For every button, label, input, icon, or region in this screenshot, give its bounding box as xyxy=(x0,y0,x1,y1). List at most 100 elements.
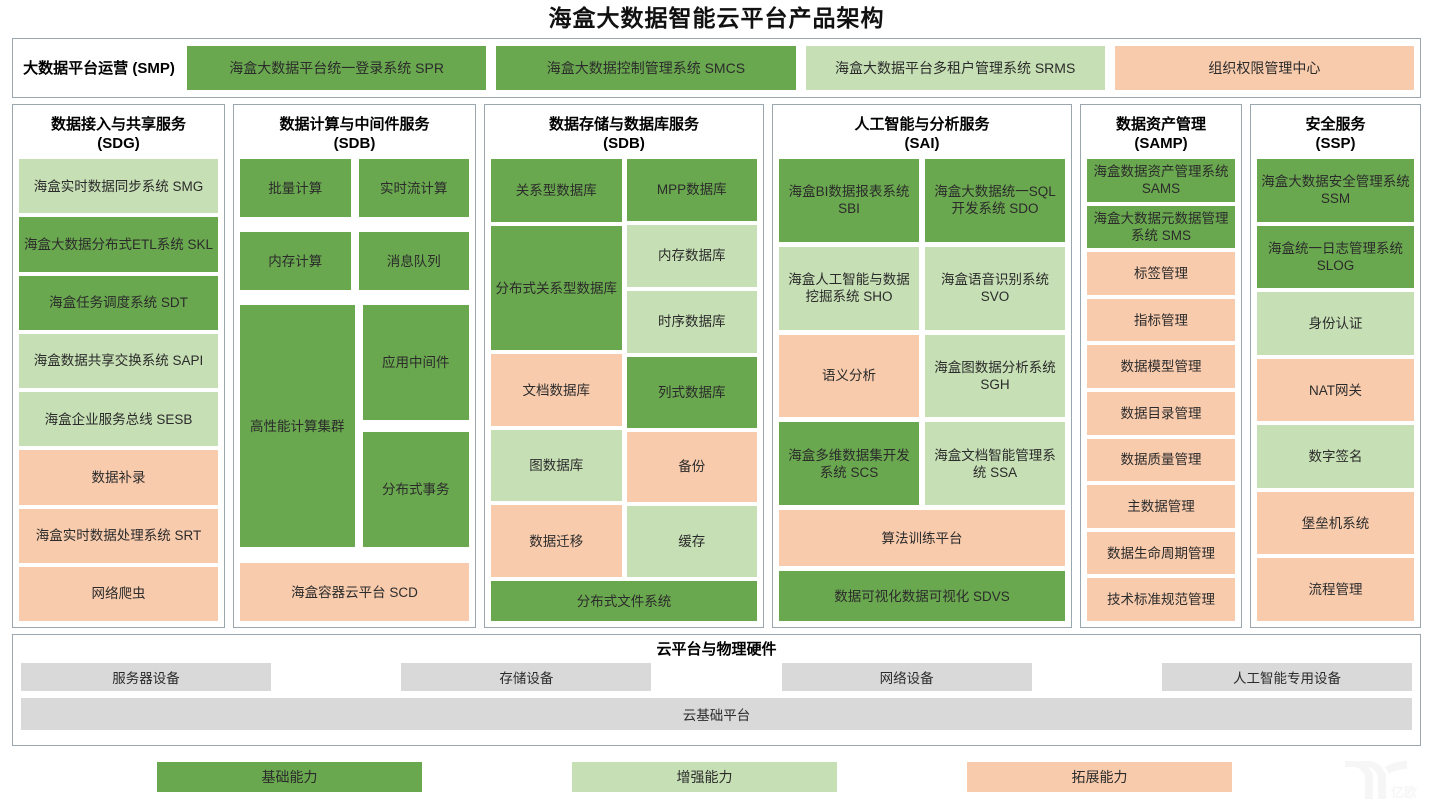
cell-semantic-analysis[interactable]: 语义分析 xyxy=(779,334,919,418)
cell-relational-db[interactable]: 关系型数据库 xyxy=(491,159,622,222)
column-sdb-compute: 数据计算与中间件服务 (SDB) 批量计算 实时流计算 内存计算 消息队列 高性… xyxy=(233,104,476,628)
column-ssp: 安全服务 (SSP) 海盒大数据安全管理系统 SSM 海盒统一日志管理系统 SL… xyxy=(1250,104,1421,628)
cell-identity-auth[interactable]: 身份认证 xyxy=(1257,292,1414,355)
cell-data-model-management[interactable]: 数据模型管理 xyxy=(1087,345,1235,388)
column-sdb-storage-body: 关系型数据库 分布式关系型数据库 文档数据库 图数据库 数据迁移 MPP数据库 … xyxy=(491,159,757,621)
cell-graph-db[interactable]: 图数据库 xyxy=(491,429,622,502)
page-title: 海盒大数据智能云平台产品架构 xyxy=(548,5,885,31)
sai-left-column: 海盒BI数据报表系统 SBI 海盒人工智能与数据挖掘系统 SHO 语义分析 海盒… xyxy=(779,159,919,505)
cell-master-data-management[interactable]: 主数据管理 xyxy=(1087,485,1235,528)
hw-cloud-base-platform[interactable]: 云基础平台 xyxy=(21,698,1412,730)
sai-right-column: 海盒大数据统一SQL开发系统 SDO 海盒语音识别系统 SVO 海盒图数据分析系… xyxy=(925,159,1065,505)
cell-columnar-db[interactable]: 列式数据库 xyxy=(626,356,757,428)
cell-mpp-db[interactable]: MPP数据库 xyxy=(626,159,757,221)
cell-memory-compute[interactable]: 内存计算 xyxy=(240,232,351,290)
cell-sms[interactable]: 海盒大数据元数据管理系统 SMS xyxy=(1087,205,1235,249)
legend: 基础能力 增强能力 拓展能力 xyxy=(12,760,1421,794)
cell-nat-gateway[interactable]: NAT网关 xyxy=(1257,358,1414,422)
cell-distributed-transaction[interactable]: 分布式事务 xyxy=(362,432,469,547)
sdb-compute-band-2: 内存计算 消息队列 xyxy=(240,232,469,290)
cell-batch-compute[interactable]: 批量计算 xyxy=(240,159,351,217)
legend-item-base: 基础能力 xyxy=(157,762,422,792)
cell-process-management[interactable]: 流程管理 xyxy=(1257,558,1414,622)
cell-document-db[interactable]: 文档数据库 xyxy=(491,354,622,426)
cell-timeseries-db[interactable]: 时序数据库 xyxy=(626,290,757,353)
column-sdb-storage-header: 数据存储与数据库服务 (SDB) xyxy=(548,116,699,152)
cell-metric-management[interactable]: 指标管理 xyxy=(1087,298,1235,342)
cell-bastion-host[interactable]: 堡垒机系统 xyxy=(1257,491,1414,555)
cell-cache[interactable]: 缓存 xyxy=(626,506,757,578)
column-sai-header: 人工智能与分析服务 (SAI) xyxy=(854,116,990,152)
sdb-storage-left-column: 关系型数据库 分布式关系型数据库 文档数据库 图数据库 数据迁移 xyxy=(491,159,622,577)
column-ssp-header: 安全服务 (SSP) xyxy=(1305,116,1366,152)
cell-digital-signature[interactable]: 数字签名 xyxy=(1257,425,1414,488)
cell-message-queue[interactable]: 消息队列 xyxy=(358,232,469,290)
cell-sdvs[interactable]: 数据可视化数据可视化 SDVS xyxy=(779,571,1065,621)
cell-svo[interactable]: 海盒语音识别系统 SVO xyxy=(925,246,1065,330)
sdb-storage-grid: 关系型数据库 分布式关系型数据库 文档数据库 图数据库 数据迁移 MPP数据库 … xyxy=(491,159,757,578)
cell-srt[interactable]: 海盒实时数据处理系统 SRT xyxy=(19,508,218,563)
hardware-panel: 云平台与物理硬件 服务器设备 存储设备 网络设备 人工智能专用设备 云基础平台 xyxy=(12,634,1421,746)
column-sdb-compute-header: 数据计算与中间件服务 (SDB) xyxy=(279,116,430,152)
cell-sgh[interactable]: 海盒图数据分析系统 SGH xyxy=(925,334,1065,418)
cell-sdo[interactable]: 海盒大数据统一SQL开发系统 SDO xyxy=(925,159,1065,242)
smp-items: 海盒大数据平台统一登录系统 SPR 海盒大数据控制管理系统 SMCS 海盒大数据… xyxy=(187,46,1414,90)
hw-item-server[interactable]: 服务器设备 xyxy=(21,663,271,691)
cell-sesb[interactable]: 海盒企业服务总线 SESB xyxy=(19,392,218,447)
cell-scs[interactable]: 海盒多维数据集开发系统 SCS xyxy=(779,422,919,505)
cell-app-middleware[interactable]: 应用中间件 xyxy=(362,305,469,420)
cell-data-catalog-management[interactable]: 数据目录管理 xyxy=(1087,391,1235,435)
sdb-compute-band-1: 批量计算 实时流计算 xyxy=(240,159,469,217)
legend-item-enhanced: 增强能力 xyxy=(572,762,837,792)
column-sdb-compute-body: 批量计算 实时流计算 内存计算 消息队列 高性能计算集群 应用中间件 分布式事务… xyxy=(240,159,469,621)
cell-hpc-cluster[interactable]: 高性能计算集群 xyxy=(240,305,355,547)
smp-label: 大数据平台运营 (SMP) xyxy=(23,59,175,77)
cell-scd[interactable]: 海盒容器云平台 SCD xyxy=(240,563,469,621)
cell-tech-standard-management[interactable]: 技术标准规范管理 xyxy=(1087,578,1235,621)
cell-distributed-relational-db[interactable]: 分布式关系型数据库 xyxy=(491,225,622,351)
cell-algorithm-training-platform[interactable]: 算法训练平台 xyxy=(779,510,1065,566)
hardware-devices-row: 服务器设备 存储设备 网络设备 人工智能专用设备 xyxy=(21,663,1412,691)
hw-item-ai-device[interactable]: 人工智能专用设备 xyxy=(1161,663,1412,691)
cell-sapi[interactable]: 海盒数据共享交换系统 SAPI xyxy=(19,333,218,388)
smp-item-spr[interactable]: 海盒大数据平台统一登录系统 SPR xyxy=(187,46,487,90)
cell-ssm[interactable]: 海盒大数据安全管理系统 SSM xyxy=(1257,159,1414,222)
hw-item-network[interactable]: 网络设备 xyxy=(781,663,1032,691)
column-sdg-header: 数据接入与共享服务 (SDG) xyxy=(50,116,186,152)
legend-item-extended: 拓展能力 xyxy=(967,762,1232,792)
cell-sdt[interactable]: 海盒任务调度系统 SDT xyxy=(19,275,218,330)
column-samp: 数据资产管理 (SAMP) 海盒数据资产管理系统 SAMS 海盒大数据元数据管理… xyxy=(1080,104,1242,628)
cell-sbi[interactable]: 海盒BI数据报表系统 SBI xyxy=(779,159,919,242)
column-ssp-body: 海盒大数据安全管理系统 SSM 海盒统一日志管理系统 SLOG 身份认证 NAT… xyxy=(1257,159,1414,622)
cell-ssa[interactable]: 海盒文档智能管理系统 SSA xyxy=(925,422,1065,505)
column-samp-body: 海盒数据资产管理系统 SAMS 海盒大数据元数据管理系统 SMS 标签管理 指标… xyxy=(1087,159,1235,621)
column-sai: 人工智能与分析服务 (SAI) 海盒BI数据报表系统 SBI 海盒人工智能与数据… xyxy=(772,104,1072,628)
cell-web-crawler[interactable]: 网络爬虫 xyxy=(19,566,218,621)
column-samp-header: 数据资产管理 (SAMP) xyxy=(1115,116,1206,152)
cell-backup[interactable]: 备份 xyxy=(626,431,757,503)
cell-data-supplement[interactable]: 数据补录 xyxy=(19,450,218,505)
cell-distributed-file-system[interactable]: 分布式文件系统 xyxy=(491,581,757,621)
cell-slog[interactable]: 海盒统一日志管理系统 SLOG xyxy=(1257,225,1414,289)
smp-item-org-auth[interactable]: 组织权限管理中心 xyxy=(1114,46,1414,90)
sdb-compute-middleware-stack: 应用中间件 分布式事务 xyxy=(362,305,469,547)
cell-skl[interactable]: 海盒大数据分布式ETL系统 SKL xyxy=(19,217,218,272)
column-sdb-storage: 数据存储与数据库服务 (SDB) 关系型数据库 分布式关系型数据库 文档数据库 … xyxy=(484,104,764,628)
sai-grid: 海盒BI数据报表系统 SBI 海盒人工智能与数据挖掘系统 SHO 语义分析 海盒… xyxy=(779,159,1065,505)
cell-data-migration[interactable]: 数据迁移 xyxy=(491,505,622,577)
smp-item-srms[interactable]: 海盒大数据平台多租户管理系统 SRMS xyxy=(805,46,1105,90)
sdb-compute-band-3: 高性能计算集群 应用中间件 分布式事务 xyxy=(240,305,469,547)
smp-item-smcs[interactable]: 海盒大数据控制管理系统 SMCS xyxy=(496,46,796,90)
cell-stream-compute[interactable]: 实时流计算 xyxy=(358,159,469,217)
service-columns: 数据接入与共享服务 (SDG) 海盒实时数据同步系统 SMG 海盒大数据分布式E… xyxy=(12,104,1421,628)
cell-data-lifecycle-management[interactable]: 数据生命周期管理 xyxy=(1087,531,1235,575)
column-sai-body: 海盒BI数据报表系统 SBI 海盒人工智能与数据挖掘系统 SHO 语义分析 海盒… xyxy=(779,159,1065,621)
hw-item-storage[interactable]: 存储设备 xyxy=(401,663,652,691)
cell-tag-management[interactable]: 标签管理 xyxy=(1087,252,1235,295)
cell-sho[interactable]: 海盒人工智能与数据挖掘系统 SHO xyxy=(779,246,919,330)
cell-sams[interactable]: 海盒数据资产管理系统 SAMS xyxy=(1087,159,1235,202)
cell-data-quality-management[interactable]: 数据质量管理 xyxy=(1087,438,1235,482)
cell-smg[interactable]: 海盒实时数据同步系统 SMG xyxy=(19,159,218,214)
column-sdg-body: 海盒实时数据同步系统 SMG 海盒大数据分布式ETL系统 SKL 海盒任务调度系… xyxy=(19,159,218,621)
cell-memory-db[interactable]: 内存数据库 xyxy=(626,224,757,287)
